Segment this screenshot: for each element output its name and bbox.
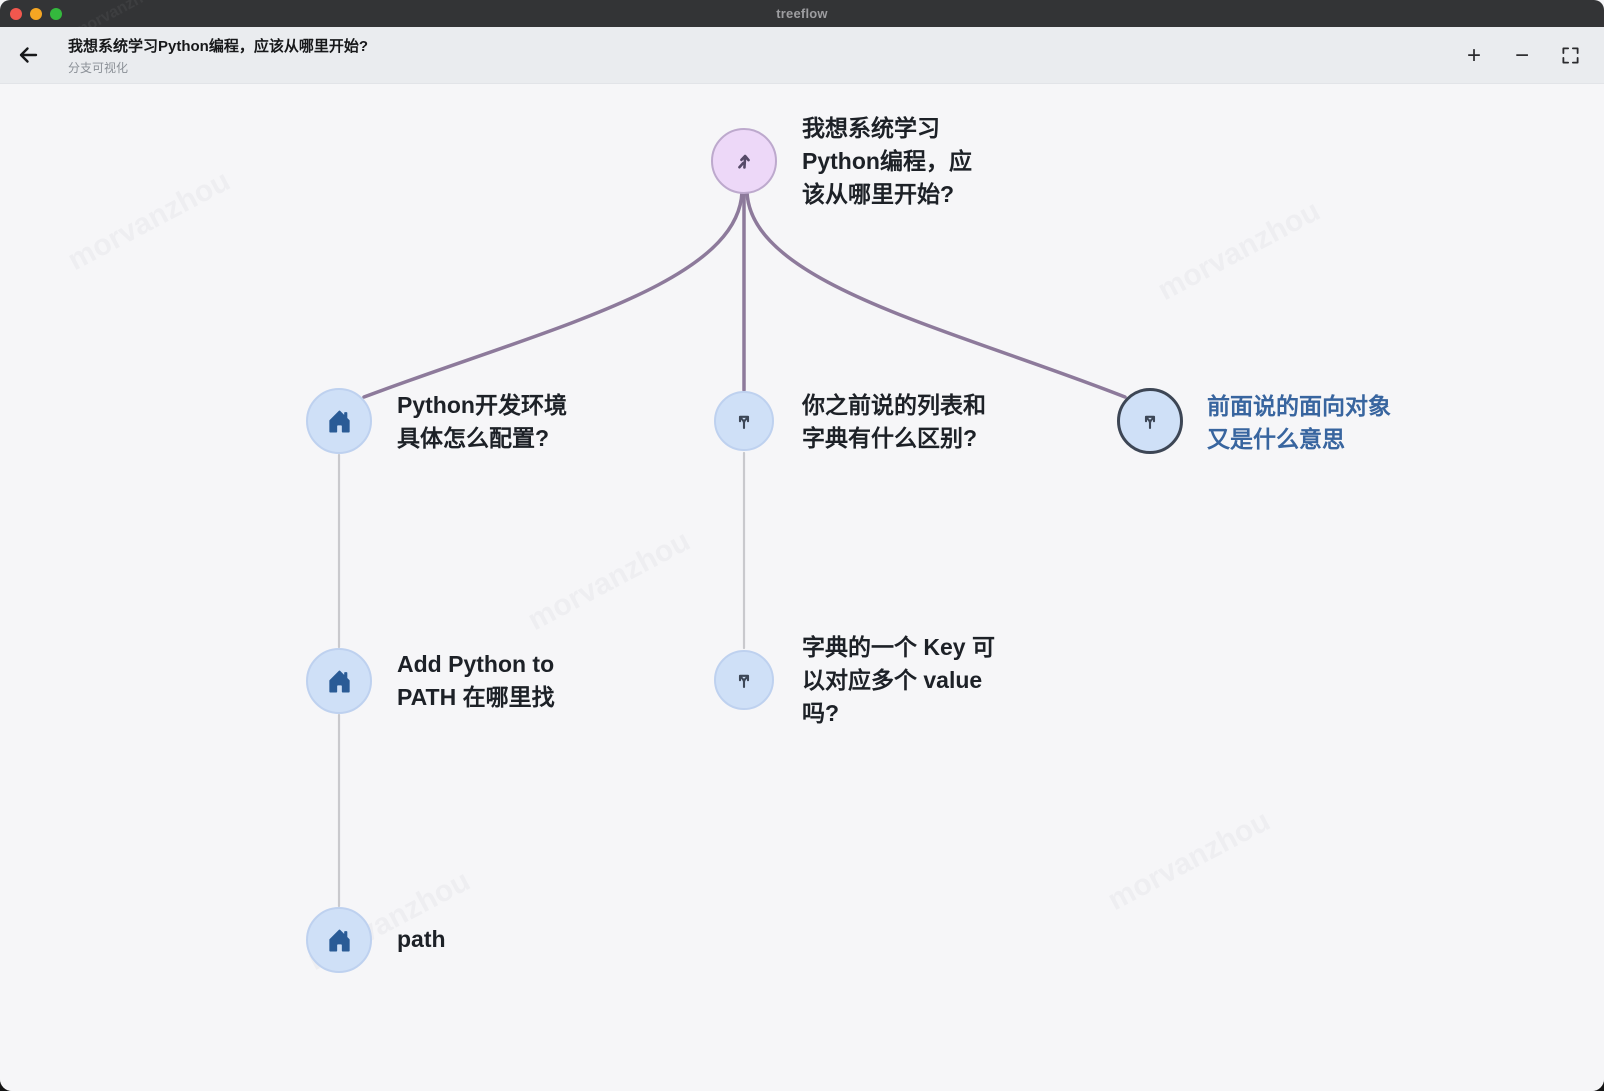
home-icon bbox=[328, 670, 350, 692]
label-line: 该从哪里开始? bbox=[802, 181, 955, 207]
tree-node-n3-selected[interactable] bbox=[1117, 388, 1183, 454]
home-icon bbox=[328, 410, 350, 432]
tree-node-n2[interactable] bbox=[714, 391, 774, 451]
tree-node-root[interactable] bbox=[711, 128, 777, 194]
node-label-n2: 你之前说的列表和 字典有什么区别? bbox=[802, 389, 986, 455]
page-title: 我想系统学习Python编程，应该从哪里开始? bbox=[68, 37, 368, 55]
fit-view-icon bbox=[1561, 47, 1579, 64]
label-line: 吗? bbox=[802, 700, 840, 726]
window-title: treeflow bbox=[776, 6, 828, 21]
label-line: Python开发环境 bbox=[397, 392, 567, 418]
header-texts: 我想系统学习Python编程，应该从哪里开始? 分支可视化 bbox=[68, 35, 368, 76]
split-branch-icon bbox=[1144, 415, 1156, 430]
node-label-n5: 字典的一个 Key 可 以对应多个 value 吗? bbox=[802, 631, 995, 730]
label-line: path bbox=[397, 926, 446, 952]
label-line: Add Python to bbox=[397, 651, 555, 677]
back-button[interactable] bbox=[8, 35, 48, 75]
branch-tree-canvas[interactable]: morvanzhou morvanzhou morvanzhou morvanz… bbox=[0, 84, 1604, 1091]
node-label-n3: 前面说的面向对象 又是什么意思 bbox=[1207, 390, 1391, 456]
canvas-controls: + − bbox=[1458, 27, 1586, 84]
node-label-n4: Add Python to PATH 在哪里找 bbox=[397, 648, 555, 714]
back-arrow-icon bbox=[19, 47, 38, 63]
tree-node-n4[interactable] bbox=[306, 648, 372, 714]
tree-node-n5[interactable] bbox=[714, 650, 774, 710]
zoom-window-button[interactable] bbox=[50, 7, 62, 20]
split-branch-icon bbox=[738, 415, 750, 430]
split-branch-icon bbox=[738, 674, 750, 689]
macos-titlebar: treeflow morvanzhou bbox=[0, 0, 1604, 40]
minimize-window-button[interactable] bbox=[30, 7, 42, 20]
label-line: 字典有什么区别? bbox=[802, 425, 978, 451]
node-label-n1: Python开发环境 具体怎么配置? bbox=[397, 389, 567, 455]
edge-root-n3 bbox=[745, 190, 1127, 399]
zoom-out-button[interactable]: − bbox=[1514, 41, 1529, 69]
traffic-lights bbox=[10, 0, 62, 27]
home-icon bbox=[328, 929, 350, 951]
label-line: 字典的一个 Key 可 bbox=[802, 634, 995, 660]
tree-node-n1[interactable] bbox=[306, 388, 372, 454]
page-subtitle: 分支可视化 bbox=[68, 60, 129, 75]
label-line: PATH 在哪里找 bbox=[397, 684, 555, 710]
trunk-branch-icon bbox=[738, 154, 750, 169]
node-label-n6: path bbox=[397, 923, 446, 956]
label-line: 以对应多个 value bbox=[802, 667, 983, 693]
tree-edges bbox=[337, 190, 1127, 908]
tree-node-n6[interactable] bbox=[306, 907, 372, 973]
app-header: 我想系统学习Python编程，应该从哪里开始? 分支可视化 + − bbox=[0, 27, 1604, 84]
node-label-root: 我想系统学习 Python编程，应 该从哪里开始? bbox=[802, 112, 972, 211]
edge-root-n1 bbox=[362, 190, 744, 399]
label-line: 前面说的面向对象 bbox=[1207, 393, 1391, 419]
label-line: 具体怎么配置? bbox=[397, 425, 550, 451]
fit-view-button[interactable] bbox=[1554, 40, 1586, 72]
label-line: 你之前说的列表和 bbox=[802, 392, 986, 418]
zoom-in-button[interactable]: + bbox=[1466, 41, 1481, 69]
label-line: Python编程，应 bbox=[802, 148, 972, 174]
label-line: 我想系统学习 bbox=[802, 115, 940, 141]
close-window-button[interactable] bbox=[10, 7, 22, 20]
label-line: 又是什么意思 bbox=[1207, 426, 1345, 452]
